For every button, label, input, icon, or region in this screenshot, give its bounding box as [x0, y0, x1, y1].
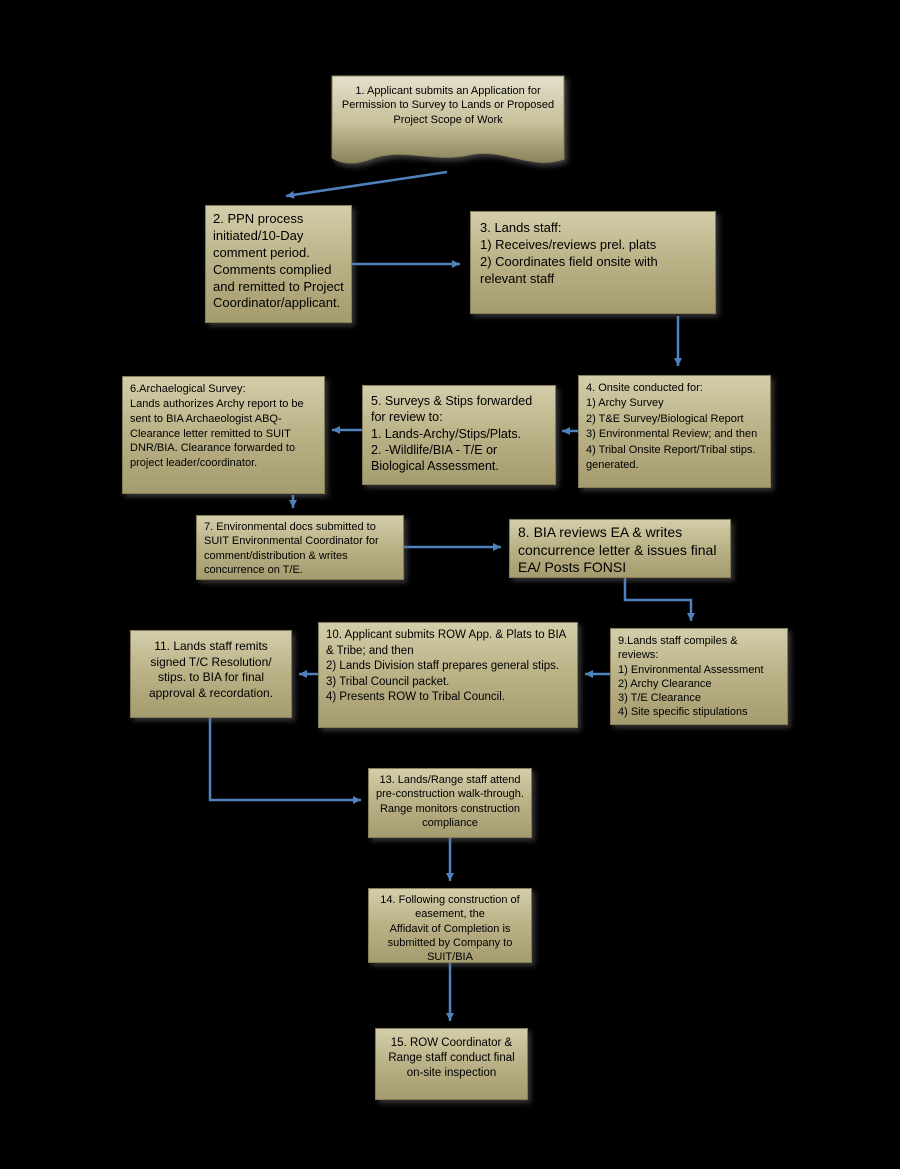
arrow-11-13 — [208, 718, 361, 804]
node-9: 9.Lands staff compiles & reviews: 1) Env… — [610, 628, 788, 725]
node-2-text: 2. PPN process initiated/10-Day comment … — [213, 211, 344, 311]
node-10-text: 10. Applicant submits ROW App. & Plats t… — [326, 629, 566, 704]
node-13-text: 13. Lands/Range staff attend pre-constru… — [376, 774, 524, 829]
node-11: 11. Lands staff remits signed T/C Resolu… — [130, 630, 292, 718]
node-4-text: 4. Onsite conducted for: 1) Archy Survey… — [586, 382, 758, 471]
node-6-text: 6.Archaelogical Survey: Lands authorizes… — [130, 383, 304, 470]
node-2: 2. PPN process initiated/10-Day comment … — [205, 205, 352, 323]
node-8: 8. BIA reviews EA & writes concurrence l… — [509, 519, 731, 578]
node-6: 6.Archaelogical Survey: Lands authorizes… — [122, 376, 325, 494]
arrow-8-9 — [623, 578, 695, 621]
arrow-1-2 — [285, 170, 448, 199]
node-5-text: 5. Surveys & Stips forwarded for review … — [371, 394, 533, 473]
node-15-text: 15. ROW Coordinator & Range staff conduc… — [388, 1037, 515, 1079]
node-7: 7. Environmental docs submitted to SUIT … — [196, 515, 404, 580]
node-3-text: 3. Lands staff: 1) Receives/reviews prel… — [480, 220, 658, 286]
node-11-text: 11. Lands staff remits signed T/C Resolu… — [148, 639, 274, 700]
document-shape — [331, 75, 565, 164]
node-8-text: 8. BIA reviews EA & writes concurrence l… — [518, 524, 717, 575]
node-9-text: 9.Lands staff compiles & reviews: 1) Env… — [618, 635, 764, 719]
node-15: 15. ROW Coordinator & Range staff conduc… — [375, 1028, 528, 1100]
node-14-text: 14. Following construction of easement, … — [380, 894, 520, 964]
node-14: 14. Following construction of easement, … — [368, 888, 532, 963]
node-1: 1. Applicant submits an Application for … — [331, 75, 565, 175]
node-5: 5. Surveys & Stips forwarded for review … — [362, 385, 556, 485]
node-3: 3. Lands staff: 1) Receives/reviews prel… — [470, 211, 716, 314]
node-1-text: 1. Applicant submits an Application for … — [341, 85, 555, 126]
node-13: 13. Lands/Range staff attend pre-constru… — [368, 768, 532, 838]
node-7-text: 7. Environmental docs submitted to SUIT … — [204, 521, 379, 576]
node-10: 10. Applicant submits ROW App. & Plats t… — [318, 622, 578, 728]
node-4: 4. Onsite conducted for: 1) Archy Survey… — [578, 375, 771, 488]
